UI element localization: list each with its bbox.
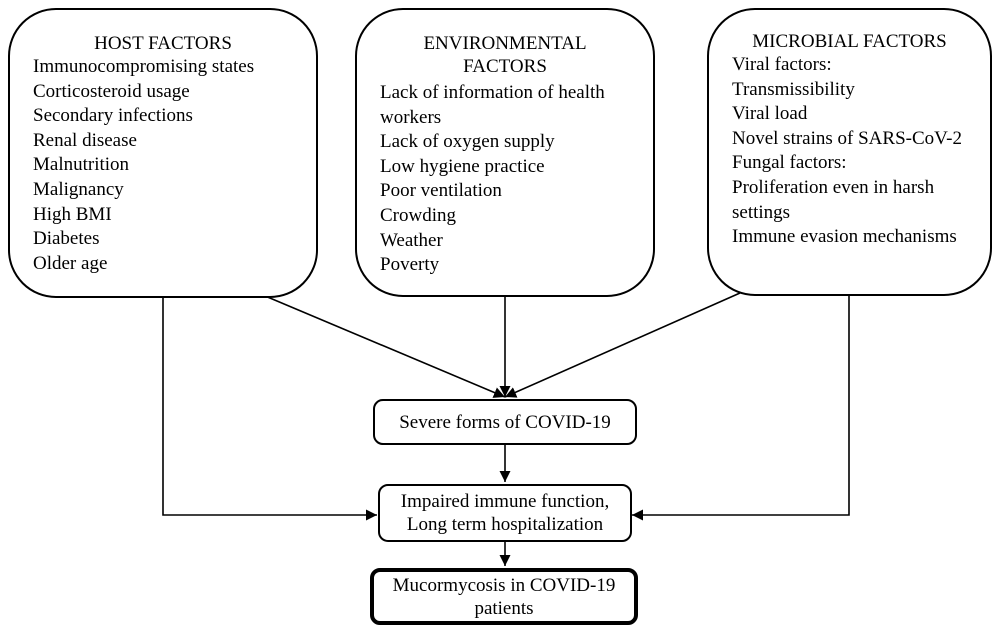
list-item: Viral load: [732, 103, 808, 125]
list-item: Immune evasion mechanisms: [732, 226, 957, 248]
host-factors-heading: HOST FACTORS: [94, 33, 232, 54]
list-item: Older age: [33, 252, 108, 274]
list-item: Viral factors:: [732, 54, 832, 75]
list-item: Poor ventilation: [380, 180, 502, 202]
list-item: Crowding: [380, 204, 456, 226]
list-item: Poverty: [380, 254, 440, 276]
arrow-microbial-to-impaired: [632, 296, 850, 521]
list-item: Low hygiene practice: [380, 155, 545, 177]
environmental-factors-heading: ENVIRONMENTAL FACTORS: [423, 33, 587, 77]
arrow-host-to-severe: [257, 292, 506, 398]
host-factors-box: HOST FACTORS Immunocompromising states C…: [8, 8, 318, 298]
microbial-factors-box: MICROBIAL FACTORS Viral factors: Transmi…: [707, 8, 992, 296]
list-item: Novel strains of SARS-CoV-2: [732, 127, 962, 149]
list-item: Fungal factors:: [732, 152, 847, 174]
list-item: Transmissibility: [732, 78, 855, 100]
list-item: Immunocompromising states: [33, 56, 255, 77]
impaired-immunity-box: Impaired immune function, Long term hosp…: [378, 484, 632, 542]
list-item: Diabetes: [33, 228, 100, 250]
environmental-factors-list: Lack of information of health workers La…: [380, 81, 653, 278]
arrow-microbial-to-severe: [504, 292, 741, 398]
list-item: High BMI: [33, 203, 112, 225]
mucormycosis-outcome-box: Mucormycosis in COVID-19 patients: [370, 568, 638, 625]
list-item: Secondary infections: [33, 105, 193, 127]
arrow-host-to-impaired: [162, 298, 377, 521]
list-item: Renal disease: [33, 129, 137, 151]
list-item: Proliferation even in harsh settings: [732, 176, 935, 223]
list-item: Corticosteroid usage: [33, 80, 190, 102]
list-item: Lack of oxygen supply: [380, 131, 555, 153]
list-item: Malnutrition: [33, 154, 130, 176]
list-item: Malignancy: [33, 178, 124, 200]
list-item: Lack of information of health workers: [380, 82, 605, 128]
microbial-factors-list: Viral factors: Transmissibility Viral lo…: [732, 53, 990, 250]
list-item: Weather: [380, 229, 443, 251]
host-factors-list: Immunocompromising states Corticosteroid…: [33, 55, 316, 276]
severe-covid-box: Severe forms of COVID-19: [373, 399, 637, 445]
microbial-factors-heading: MICROBIAL FACTORS: [752, 31, 947, 52]
environmental-factors-box: ENVIRONMENTAL FACTORS Lack of informatio…: [355, 8, 655, 297]
